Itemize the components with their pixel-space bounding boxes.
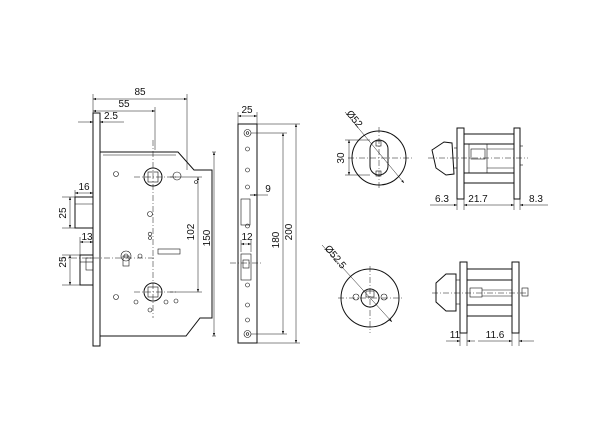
dim-rose-top-slot: 30 [336,152,347,164]
dim-escutcheon-right: 11.6 [486,330,505,341]
thumbturn-left-rose [456,127,465,200]
cylinder-keyhole [120,250,143,267]
body-faceplate [92,112,101,347]
dim-overall-width: 85 [134,87,146,98]
lock-body-view: 85 55 2.5 16 25 13 25 102 150 [58,87,216,347]
dim-deadbolt-length: 13 [81,232,93,243]
dim-bolt-projection: 9 [265,184,271,195]
dim-rose-bottom-diameter: Ø52.5 [322,243,348,271]
dim-thumbturn-middle: 21.7 [468,194,488,205]
thumbturn-knob [431,141,455,176]
escutcheon-side-view: 11 11.6 [432,261,534,346]
dim-backset: 55 [118,99,130,110]
escutcheon-knob [435,273,457,312]
faceplate-view: 25 9 12 180 200 [230,105,300,344]
dim-screw-spacing: 180 [271,231,282,248]
thumbturn-right-rose [513,127,521,200]
dim-rose-top-diameter: Ø52 [344,109,365,131]
dim-handle-to-cylinder: 102 [186,223,197,240]
dim-thumbturn-right: 8.3 [529,194,543,205]
deadbolt-opening [240,253,252,281]
dim-faceplate-offset: 2.5 [104,111,118,122]
dim-escutcheon-left: 11 [450,330,461,341]
latch-bolt [74,196,94,229]
lock-case [100,151,213,337]
dim-thumbturn-left: 6.3 [435,194,449,205]
dim-deadbolt-height: 25 [58,256,69,268]
dim-latch-length: 16 [78,182,90,193]
dim-latch-height: 25 [58,207,69,219]
rose-top-view: Ø52 30 [336,109,412,190]
escutcheon-left-rose [459,261,468,334]
thumbturn-side-view: 6.3 21.7 8.3 [428,127,548,210]
dim-plate-height: 200 [284,223,295,240]
dim-body-height: 150 [202,229,213,246]
escutcheon-right-rose [511,261,520,334]
dim-faceplate-width: 25 [241,105,253,116]
faceplate-outline [237,123,258,344]
dim-bolt-width: 12 [241,232,253,243]
latch-opening [240,198,251,226]
rose-bottom-view: Ø52.5 [321,243,404,333]
